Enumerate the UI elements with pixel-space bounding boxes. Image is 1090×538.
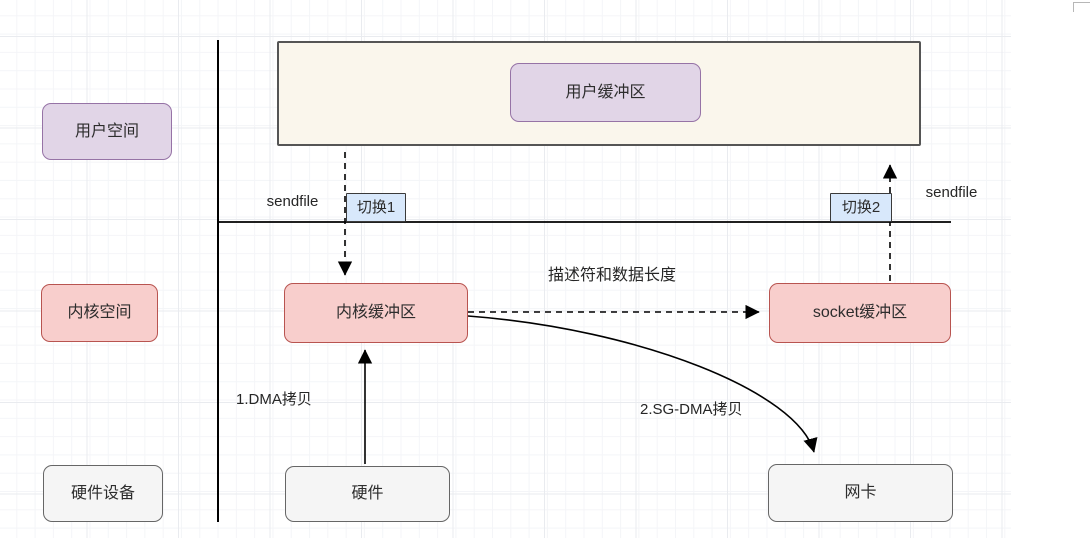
user-buffer-box: 用户缓冲区 [510,63,701,122]
sg-dma-copy-text: 2.SG-DMA拷贝 [640,401,743,418]
dma-copy-text: 1.DMA拷贝 [236,391,312,408]
user-buffer-label: 用户缓冲区 [565,83,646,101]
switch2-label: 切换2 [841,198,881,216]
sendfile-left-text: sendfile [266,193,319,210]
switch1-label: 切换1 [356,198,396,216]
kernel-buffer-box: 内核缓冲区 [284,283,468,343]
lane-label-kernel-space: 内核空间 [41,284,158,342]
lane-label-user-space: 用户空间 [42,103,172,160]
nic-box: 网卡 [768,464,953,522]
lane-user-space-text: 用户空间 [74,122,139,140]
lane-label-hardware-device: 硬件设备 [43,465,163,522]
hardware-box: 硬件 [285,466,450,522]
hardware-label: 硬件 [351,485,384,503]
switch2-badge: 切换2 [830,193,892,222]
switch1-badge: 切换1 [346,193,406,222]
descriptor-length-text: 描述符和数据长度 [548,267,677,284]
kernel-buffer-label: 内核缓冲区 [335,304,416,322]
socket-buffer-box: socket缓冲区 [769,283,951,343]
nic-label: 网卡 [844,484,877,502]
sendfile-right-text: sendfile [925,184,978,201]
socket-buffer-label: socket缓冲区 [812,304,908,322]
arrow-sg-dma-copy [467,315,818,453]
lane-hardware-device-text: 硬件设备 [70,484,135,502]
page-corner-mark [1073,2,1090,12]
lane-kernel-space-text: 内核空间 [67,304,132,322]
